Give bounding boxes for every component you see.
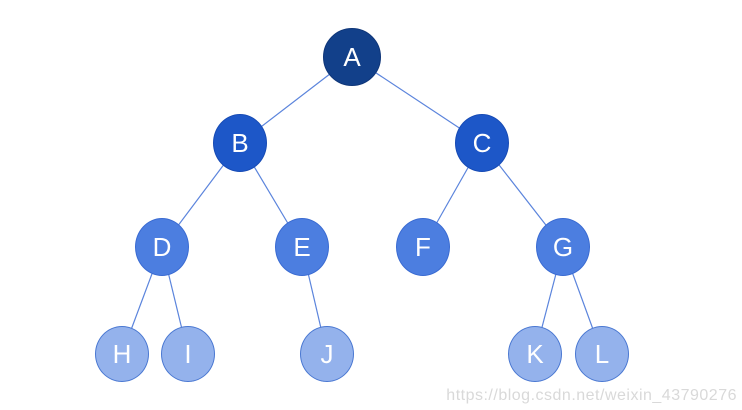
node-label: C xyxy=(472,128,492,158)
tree-node-C: C xyxy=(455,114,509,172)
node-label: A xyxy=(343,42,361,72)
node-label: E xyxy=(293,232,311,262)
node-label: I xyxy=(184,339,192,369)
tree-node-H: H xyxy=(95,326,149,382)
node-label: J xyxy=(320,339,334,369)
tree-node-E: E xyxy=(275,218,329,276)
tree-node-J: J xyxy=(300,326,354,382)
node-label: G xyxy=(552,232,574,262)
tree-node-K: K xyxy=(508,326,562,382)
tree-node-D: D xyxy=(135,218,189,276)
tree-node-G: G xyxy=(536,218,590,276)
node-label: B xyxy=(231,128,249,158)
node-label: K xyxy=(526,339,544,369)
watermark-url: https://blog.csdn.net/weixin_43790276 xyxy=(446,387,737,404)
node-label: L xyxy=(594,339,610,369)
node-label: D xyxy=(152,232,172,262)
tree-node-A: A xyxy=(323,28,381,86)
tree-node-L: L xyxy=(575,326,629,382)
tree-node-B: B xyxy=(213,114,267,172)
node-label: F xyxy=(415,232,431,262)
tree-node-I: I xyxy=(161,326,215,382)
tree-node-F: F xyxy=(396,218,450,276)
node-label: H xyxy=(112,339,132,369)
